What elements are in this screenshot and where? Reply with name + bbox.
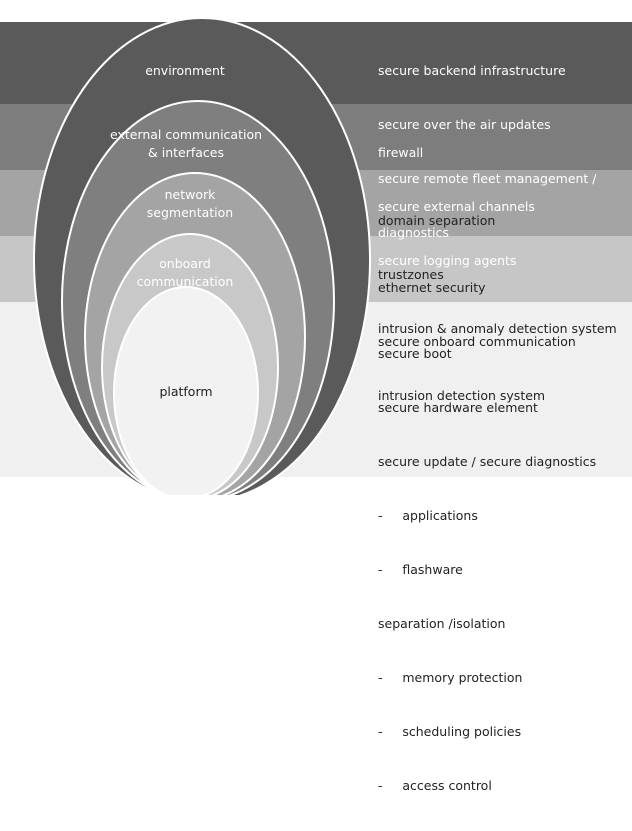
label-external: external communication & interfaces — [100, 126, 272, 162]
measure-item: - access control — [378, 778, 492, 793]
measure-item: ethernet security — [378, 280, 486, 295]
measure-item: secure onboard communication — [378, 334, 576, 349]
measure-item: - applications — [378, 508, 478, 523]
measure-item: - memory protection — [378, 670, 523, 685]
label-environment: environment — [110, 62, 260, 80]
label-onboard: onboard communication — [110, 255, 260, 291]
measures-onboard: ethernet security secure onboard communi… — [378, 243, 576, 441]
measures-network: domain separation trustzones intrusion &… — [378, 176, 617, 374]
label-line: network — [164, 187, 216, 202]
measures-platform: secure boot secure hardware element secu… — [378, 309, 596, 831]
ring-platform — [113, 286, 259, 495]
measure-item: - flashware — [378, 562, 463, 577]
measure-item: secure over the air updates — [378, 117, 551, 132]
measure-item: secure logging agents — [378, 253, 517, 268]
label-network: network segmentation — [120, 186, 260, 222]
measure-item: intrusion & anomaly detection system — [378, 321, 617, 336]
measure-item: secure boot — [378, 346, 452, 361]
measure-item: secure hardware element — [378, 400, 538, 415]
measure-item: firewall — [378, 145, 424, 160]
label-line: communication — [136, 274, 234, 289]
measure-item: secure remote fleet management / — [378, 171, 597, 186]
measure-item: domain separation — [378, 213, 496, 228]
measure-item: trustzones — [378, 267, 444, 282]
measure-item: diagnostics — [378, 225, 449, 240]
label-line: & interfaces — [148, 145, 224, 160]
label-line: onboard — [159, 256, 211, 271]
label-line: segmentation — [146, 205, 234, 220]
measure-item: secure external channels — [378, 199, 535, 214]
measure-item: intrusion detection system — [378, 388, 546, 403]
measures-external: firewall secure external channels secure… — [378, 108, 535, 306]
label-line: environment — [145, 63, 225, 78]
nested-ellipses — [33, 17, 371, 495]
security-layers-diagram: environment external communication & int… — [0, 17, 632, 793]
measure-item: secure update / secure diagnostics — [378, 454, 597, 469]
measure-item: secure backend infrastructure — [378, 63, 566, 78]
measure-item: - scheduling policies — [378, 724, 522, 739]
label-line: external communication — [109, 127, 263, 142]
measure-item: separation /isolation — [378, 616, 506, 631]
label-line: platform — [159, 384, 213, 399]
measures-environment: secure backend infrastructure secure ove… — [378, 26, 597, 278]
label-platform: platform — [116, 383, 256, 401]
